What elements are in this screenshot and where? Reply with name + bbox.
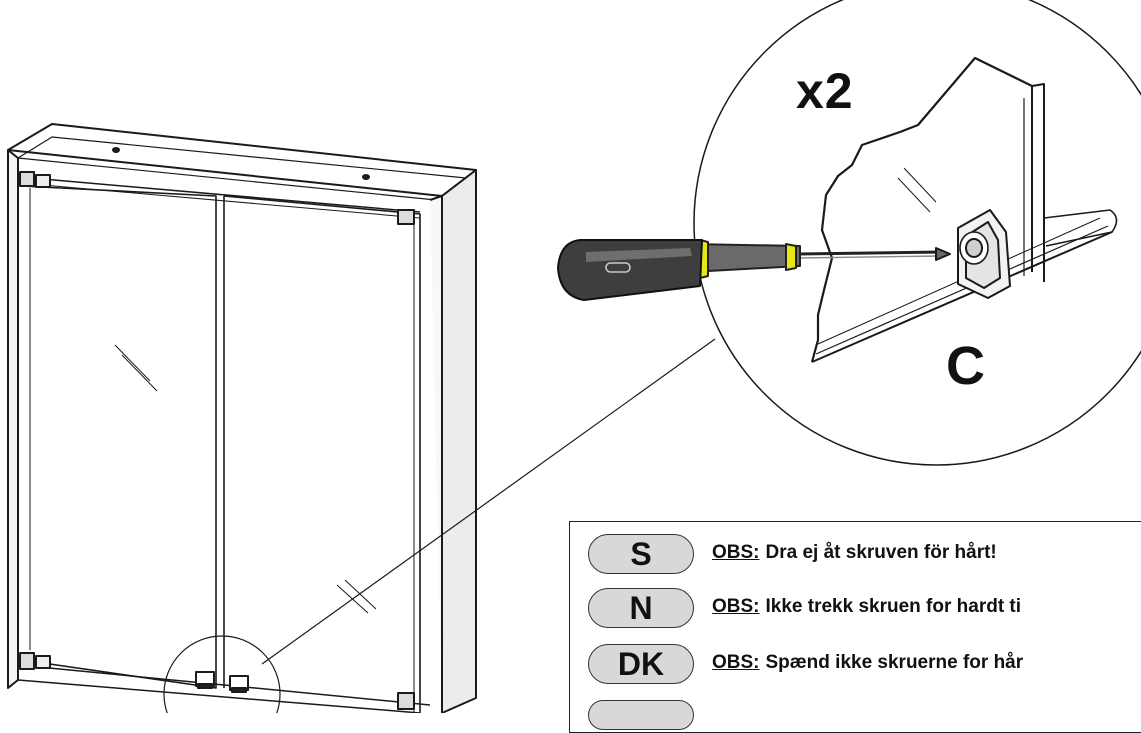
- quantity-label: x2: [796, 63, 854, 119]
- language-badge-s: S: [588, 534, 694, 574]
- screwdriver-drawing: [557, 239, 951, 301]
- assembly-diagram: [7, 0, 1141, 713]
- note-message: Ikke trekk skruen for hardt ti: [765, 596, 1022, 617]
- cabinet-drawing: [7, 123, 716, 713]
- language-badge-dk: DK: [588, 644, 694, 684]
- note-row-cut-off: [570, 700, 1141, 732]
- language-badge-cut-off: [588, 700, 694, 730]
- part-label: C: [946, 336, 985, 396]
- detail-magnified-view: [693, 0, 1141, 466]
- note-message: Spænd ikke skruerne for hår: [765, 652, 1024, 673]
- note-row-dk: DK OBS:Spænd ikke skruerne for hår: [570, 644, 1141, 684]
- note-row-n: N OBS:Ikke trekk skruen for hardt ti: [570, 588, 1141, 628]
- language-badge-n: N: [588, 588, 694, 628]
- note-message: Dra ej åt skruven för hårt!: [765, 542, 997, 563]
- note-text-dk: OBS:Spænd ikke skruerne for hår: [712, 652, 1023, 674]
- note-row-s: S OBS:Dra ej åt skruven för hårt!: [570, 534, 1141, 574]
- note-text-s: OBS:Dra ej åt skruven för hårt!: [712, 542, 997, 564]
- obs-prefix: OBS:: [712, 652, 760, 673]
- obs-prefix: OBS:: [712, 542, 760, 563]
- note-text-n: OBS:Ikke trekk skruen for hardt ti: [712, 596, 1021, 618]
- warning-notes-box: S OBS:Dra ej åt skruven för hårt! N OBS:…: [569, 521, 1141, 733]
- obs-prefix: OBS:: [712, 596, 760, 617]
